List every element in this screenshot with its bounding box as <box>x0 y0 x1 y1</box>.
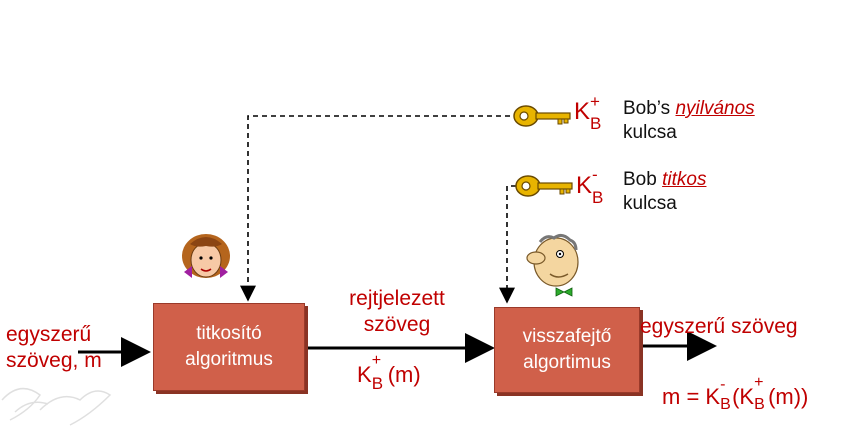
equation-sub1: B <box>720 396 731 413</box>
plaintext-line1: egyszerű <box>6 323 92 346</box>
private-key-desc-em: titkos <box>662 169 707 190</box>
public-key-dashed-line <box>240 115 510 302</box>
private-key-k: K <box>576 172 593 199</box>
private-key-symbol: K- B <box>576 165 606 207</box>
ciphertext-line1: rejtjelezett <box>349 287 445 310</box>
private-key-dashed-line <box>499 185 516 304</box>
equation-open: (K <box>732 384 755 409</box>
decryption-line1: visszafejtő <box>522 326 612 347</box>
formula-sup: + <box>371 352 382 369</box>
encryption-algorithm-box: titkosító algoritmus <box>153 303 305 391</box>
private-key-description: Bob titkos kulcsa <box>623 168 706 216</box>
ciphertext-line2: szöveg <box>363 313 431 336</box>
plaintext-output-label: egyszerű szöveg <box>640 315 798 338</box>
formula-k: K <box>357 362 372 387</box>
equation-sub2: B <box>754 396 765 413</box>
private-key-desc-line2: kulcsa <box>623 193 677 214</box>
decryption-equation: m = K-B(K+B(m)) <box>662 374 809 413</box>
formula-rest: (m) <box>387 362 421 387</box>
public-key-description: Bob’s nyilvános kulcsa <box>623 97 755 145</box>
formula-sub: B <box>371 374 384 393</box>
decryption-line2: algortimus <box>523 352 611 373</box>
encryption-line2: algoritmus <box>185 349 273 370</box>
private-key-desc-pre: Bob <box>623 169 663 190</box>
private-key-sup: - <box>592 165 598 184</box>
public-key-symbol: K+ B <box>574 92 604 133</box>
ciphertext-label: rejtjelezett szöveg <box>312 286 482 338</box>
equation-lhs: m = K <box>662 384 721 409</box>
ciphertext-formula: K+ B(m) <box>357 352 421 393</box>
public-key-desc-em: nyilvános <box>675 98 755 119</box>
plaintext-input-label: egyszerű szöveg, m <box>6 322 102 374</box>
public-key-desc-line2: kulcsa <box>623 122 677 143</box>
private-key-sub: B <box>592 188 604 207</box>
equation-close: (m)) <box>768 384 809 409</box>
public-key-sub: B <box>590 114 602 133</box>
public-key-desc-pre: Bob’s <box>623 98 676 119</box>
public-key-sup: + <box>590 92 600 111</box>
equation-sup1: - <box>720 376 726 393</box>
decryption-algorithm-box: visszafejtő algortimus <box>494 307 640 393</box>
public-key-k: K <box>574 98 591 125</box>
plaintext-line2: szöveg, m <box>6 349 102 372</box>
encryption-line1: titkosító <box>196 323 262 344</box>
equation-sup2: + <box>754 374 764 391</box>
